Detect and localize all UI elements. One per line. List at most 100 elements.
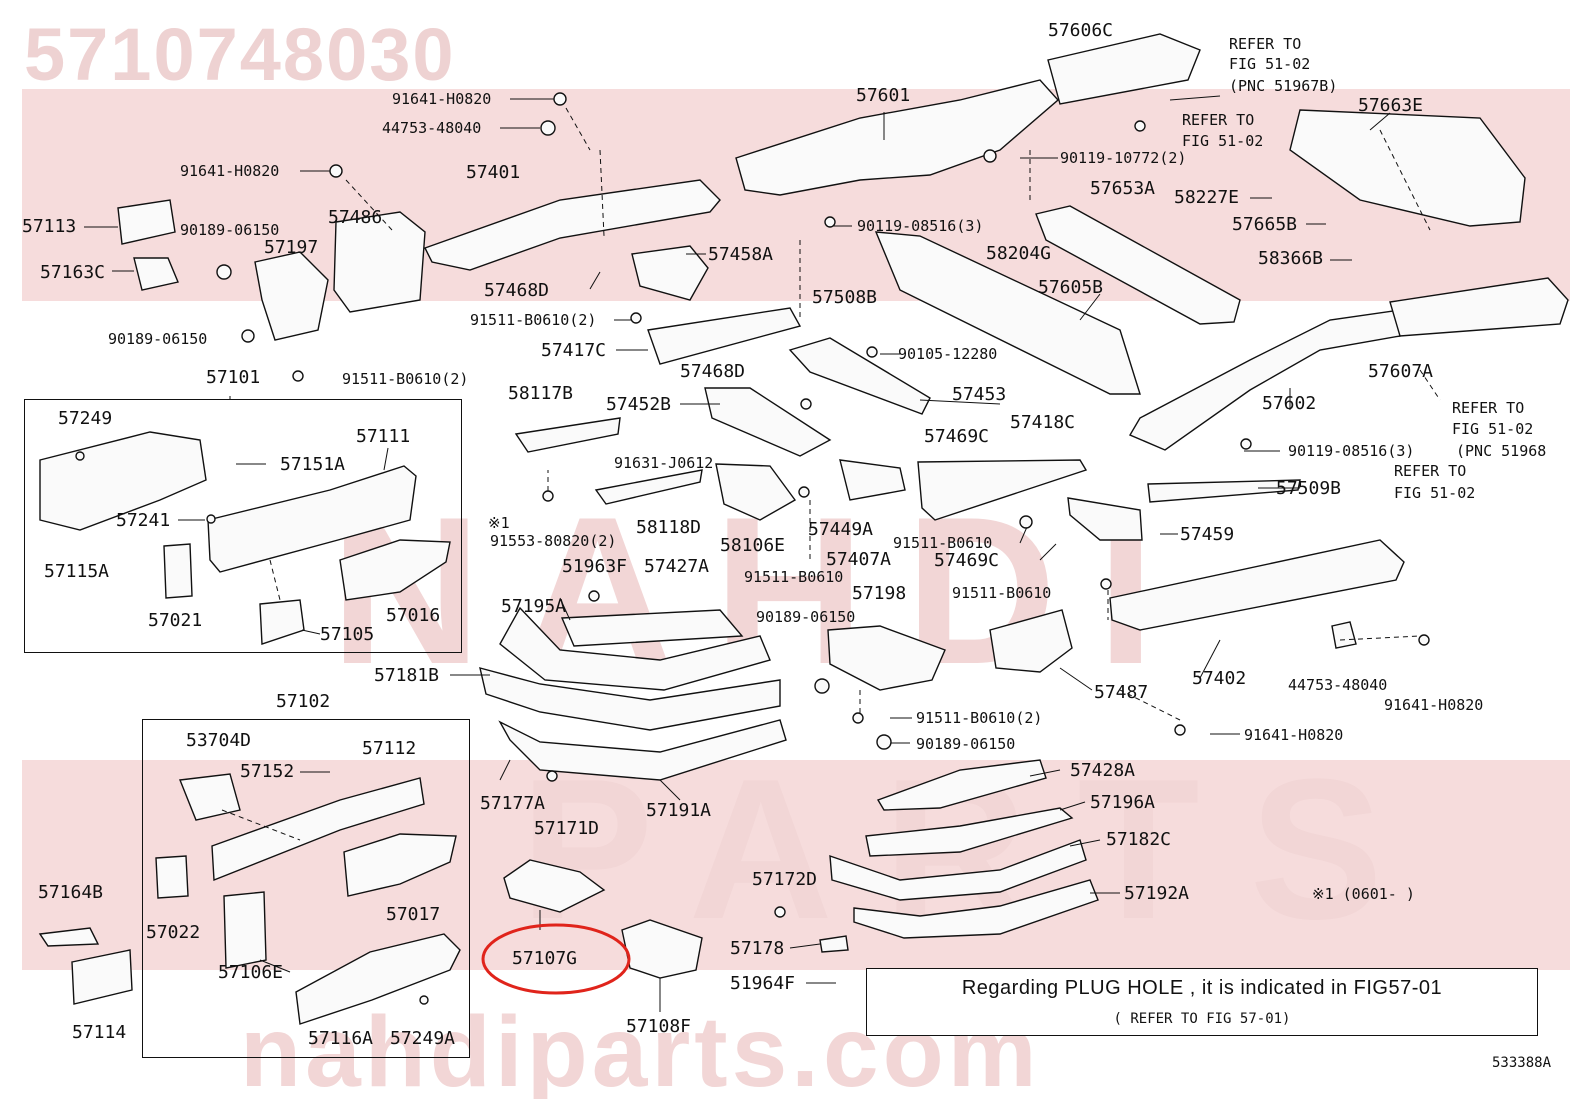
callout-label: 91511-B0610 [893,534,993,552]
callout-label: 57177A [480,793,546,814]
callout-label: 57665B [1232,214,1298,235]
callout-label: 57111 [356,426,411,447]
callout-label: 57509B [1276,478,1342,499]
callout-label: 57469C [924,426,990,447]
callout-label: 57452B [606,394,672,415]
callout-label: REFER TO [1452,399,1525,417]
callout-label: 57171D [534,818,600,839]
callout-label: 57021 [148,610,203,631]
callout-label: 57112 [362,738,417,759]
callout-label: 57164B [38,882,104,903]
part-shapes [38,33,1569,1025]
callout-label: 57182C [1106,829,1172,850]
callout-label: 90105-12280 [898,345,998,363]
callout-label: 57102 [276,691,331,712]
callout-label: 90189-06150 [756,608,856,626]
callout-label: 57663E [1358,95,1424,116]
callout-label: 58204G [986,243,1052,264]
callout-label: 58366B [1258,248,1324,269]
diagram-code: 533388A [1492,1055,1552,1071]
callout-label: 57607A [1368,361,1434,382]
callout-label: 91641-H0820 [180,162,280,180]
group-frame-57102 [142,719,470,1058]
callout-label: 57116A [308,1028,374,1049]
plug-hole-note-ref: ( REFER TO FIG 57-01) [1113,1011,1291,1027]
callout-label: 44753-48040 [1288,676,1388,694]
callout-label: REFER TO [1182,111,1255,129]
callout-label: 57605B [1038,277,1104,298]
callout-label: 57653A [1090,178,1156,199]
callout-label: 57115A [44,561,110,582]
callout-label: FIG 51-02 [1452,420,1534,438]
callout-label: 57401 [466,162,521,183]
plug-hole-note-text: Regarding PLUG HOLE , it is indicated in… [961,977,1443,999]
callout-label: 57487 [1094,682,1149,703]
callout-label: 57106E [218,962,284,983]
callout-label: 57606C [1048,20,1114,41]
callout-label: 57163C [40,262,106,283]
callout-label: FIG 51-02 [1182,132,1264,150]
callout-label: 57469C [934,550,1000,571]
callout-label: 57418C [1010,412,1076,433]
plug-hole-note-box: Regarding PLUG HOLE , it is indicated in… [866,968,1538,1036]
callout-label: 58118D [636,517,702,538]
callout-label: 90119-08516(3) [857,217,984,235]
callout-label: 57198 [852,583,907,604]
callout-label: FIG 51-02 [1229,55,1311,73]
callout-label: 57402 [1192,668,1247,689]
callout-label: 58117B [508,383,574,404]
callout-label: 91511-B0610(2) [342,370,469,388]
fasteners [75,92,1430,1005]
callout-label: 57249 [58,408,113,429]
watermark-band-bottom [22,760,1570,970]
callout-label: 91511-B0610 [952,584,1052,602]
callout-label: 57449A [808,519,874,540]
callout-label: (PNC 51968 [1456,442,1547,460]
callout-label: 57453 [952,384,1007,405]
callout-label: 57241 [116,510,171,531]
group-frame-57101 [24,399,462,653]
callout-label: 44753-48040 [382,119,482,137]
callout-label: 57249A [390,1028,456,1049]
callout-label: 91641-H0820 [1384,696,1484,714]
callout-label-highlighted: 57107G [512,948,578,969]
callout-label: 57105 [320,624,375,645]
callout-label: 90189-06150 [180,221,280,239]
callout-label: 51964F [730,973,796,994]
callout-label: 57152 [240,761,295,782]
leader-lines [84,95,1441,1012]
callout-label: 53704D [186,730,252,751]
highlight-circle [481,923,631,995]
callout-label: 91511-B0610(2) [916,709,1043,727]
callout-label: 57458A [708,244,774,265]
part-number-title: 5710748030 [24,13,456,96]
callout-label: 57114 [72,1022,127,1043]
callout-label: 91511-B0610 [744,568,844,586]
callout-label: 90189-06150 [108,330,208,348]
callout-label: 90189-06150 [916,735,1016,753]
callout-label: 58106E [720,535,786,556]
callout-label: 51963F [562,556,628,577]
callout-label: 57191A [646,800,712,821]
callout-label: 91631-J0612 [614,454,714,472]
callout-label: 57601 [856,85,911,106]
callout-label: (PNC 51967B) [1229,77,1338,95]
callout-label: 91641-H0820 [1244,726,1344,744]
callout-label: 90119-10772(2) [1060,149,1187,167]
callout-label: 57101 [206,367,261,388]
callout-label: 57016 [386,605,441,626]
callout-label: 57508B [812,287,878,308]
callout-label: 91641-H0820 [392,90,492,108]
callout-label: 57417C [541,340,607,361]
callout-label: 57172D [752,869,818,890]
callout-label: 57428A [1070,760,1136,781]
callout-label: 57022 [146,922,201,943]
callout-label: 57113 [22,216,77,237]
callout-label: 57108F [626,1016,692,1037]
callout-label: REFER TO [1229,35,1302,53]
callout-label: 57017 [386,904,441,925]
callout-label: 57468D [680,361,746,382]
callout-label: 90119-08516(3) [1288,442,1415,460]
applicability-note: ※1 (0601- ) [1312,885,1415,903]
